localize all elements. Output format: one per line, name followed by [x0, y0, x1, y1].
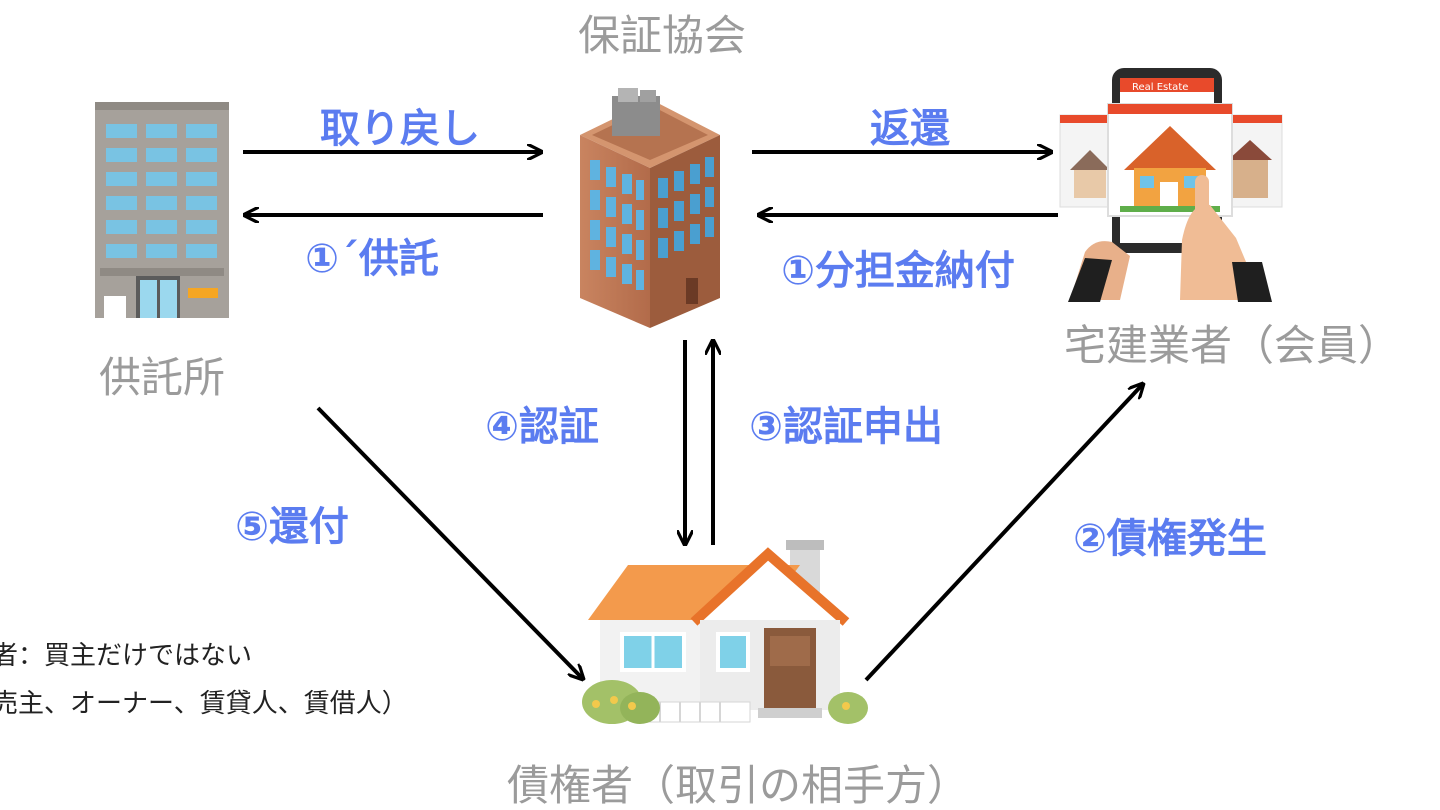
- edge-label-contribution-payment: ①分担金納付: [781, 248, 1015, 294]
- arrow-repayment: [316, 406, 582, 678]
- node-label-deposit-office: 供託所: [99, 353, 225, 402]
- office-building-icon: [95, 102, 229, 318]
- tower-building-icon: [580, 88, 720, 328]
- edge-label-refund: 返還: [870, 106, 950, 152]
- phone-screen-title: Real Estate: [1132, 82, 1188, 93]
- edge-label-certification: ④認証: [485, 404, 599, 450]
- edge-label-deposit: ①´供託: [305, 236, 439, 282]
- node-label-creditor: 債権者（取引の相手方）: [507, 761, 969, 810]
- edge-label-certification-request: ③認証申出: [749, 404, 943, 450]
- note-line-1: 者：買主だけではない: [0, 641, 252, 671]
- note-line-2: 売主、オーナー、賃貸人、賃借人）: [0, 689, 408, 719]
- node-label-broker-member: 宅建業者（会員）: [1064, 321, 1400, 370]
- node-label-guarantee-association: 保証協会: [578, 11, 746, 60]
- edge-label-withdrawal: 取り戻し: [320, 106, 480, 152]
- real-estate-app-icon: Real Estate: [1059, 68, 1283, 302]
- house-icon: [582, 540, 868, 724]
- edge-label-claim-arises: ②債権発生: [1073, 516, 1267, 562]
- edge-label-repayment: ⑤還付: [235, 504, 349, 550]
- arrow-claim-arises: [864, 385, 1142, 682]
